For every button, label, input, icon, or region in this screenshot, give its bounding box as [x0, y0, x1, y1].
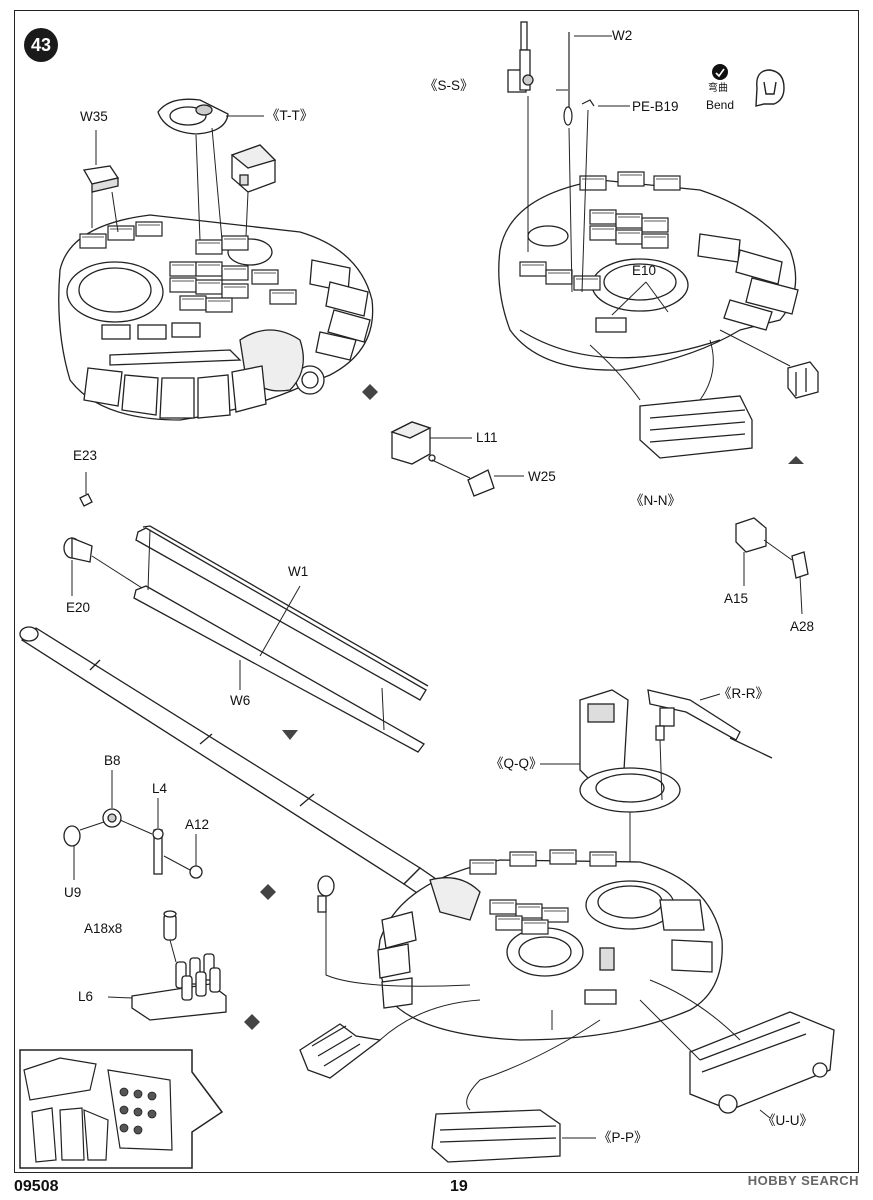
label-u9: U9 [64, 885, 82, 900]
step-number-badge: 43 [24, 28, 58, 62]
a18-part [163, 910, 177, 941]
e20-part [63, 537, 93, 563]
leader-lines-top-right [527, 35, 791, 401]
w35-part [82, 165, 120, 193]
page-number: 19 [450, 1178, 468, 1195]
uu-box [689, 1011, 835, 1114]
leader-lines-top-left [91, 115, 264, 241]
orientation-arrows [244, 384, 804, 1030]
a15-part [735, 517, 767, 553]
a28-part [791, 551, 809, 579]
turret-top-left [58, 214, 374, 421]
front-armour-block [299, 1023, 382, 1079]
u9-part [63, 825, 81, 847]
instruction-frame [14, 10, 859, 1173]
label-a12: A12 [185, 817, 210, 832]
leader-l11 [430, 437, 524, 479]
label-a28: A28 [790, 619, 815, 634]
label-rr: 《R-R》 [718, 686, 769, 701]
pp-box [431, 1109, 561, 1163]
leader-a15 [743, 539, 803, 615]
turret-bottom [377, 849, 723, 1041]
label-l6: L6 [78, 989, 94, 1004]
l6-rack [131, 953, 227, 1021]
e23-part [79, 493, 93, 507]
leader-barrels [71, 472, 385, 731]
label-e23: E23 [73, 448, 98, 463]
watermark: HOBBY SEARCH [747, 1173, 859, 1188]
turret-top-right [498, 171, 799, 371]
label-a15: A15 [724, 591, 749, 606]
label-w35: W35 [80, 109, 108, 124]
tt-hatch [157, 98, 229, 135]
label-pe-b19: PE-B19 [632, 99, 679, 114]
label-uu: 《U-U》 [762, 1113, 813, 1128]
barrel-w6 [133, 585, 425, 753]
ss-antenna-base [507, 21, 534, 93]
leader-b8 [73, 770, 197, 880]
inset-detail [19, 1049, 224, 1169]
label-l4: L4 [152, 781, 168, 796]
bend-label: Bend [706, 98, 735, 112]
label-a18x8: A18x8 [84, 921, 123, 936]
leader-bottom [325, 912, 771, 1139]
label-w1: W1 [288, 564, 309, 579]
l4-part [152, 828, 164, 875]
searchlight-part [317, 875, 335, 913]
label-tt: 《T-T》 [266, 108, 314, 123]
bend-chinese-label: 弯曲 [708, 83, 728, 94]
qq-hatch [579, 689, 681, 813]
b8-part [102, 808, 122, 828]
label-qq: 《Q-Q》 [490, 756, 543, 771]
label-w2: W2 [612, 28, 633, 43]
barrel-w1 [135, 525, 429, 701]
leader-a18 [107, 939, 177, 999]
l11-part [390, 421, 436, 465]
label-l11: L11 [476, 430, 498, 445]
cupola-box [230, 144, 277, 193]
nn-box [639, 395, 753, 459]
a12-part [189, 865, 203, 879]
small-box-right [787, 361, 819, 399]
w2-antenna [563, 32, 595, 126]
label-e10: E10 [632, 263, 657, 278]
label-e20: E20 [66, 600, 91, 615]
rr-machine-gun [647, 689, 773, 759]
label-w6: W6 [230, 693, 251, 708]
label-pp: 《P-P》 [598, 1130, 648, 1145]
w25-part [467, 469, 495, 497]
label-w25: W25 [528, 469, 556, 484]
label-nn: 《N-N》 [630, 493, 681, 508]
label-ss: 《S-S》 [424, 78, 474, 93]
kit-number: 09508 [14, 1178, 59, 1195]
bend-icon [712, 64, 785, 107]
label-b8: B8 [104, 753, 121, 768]
